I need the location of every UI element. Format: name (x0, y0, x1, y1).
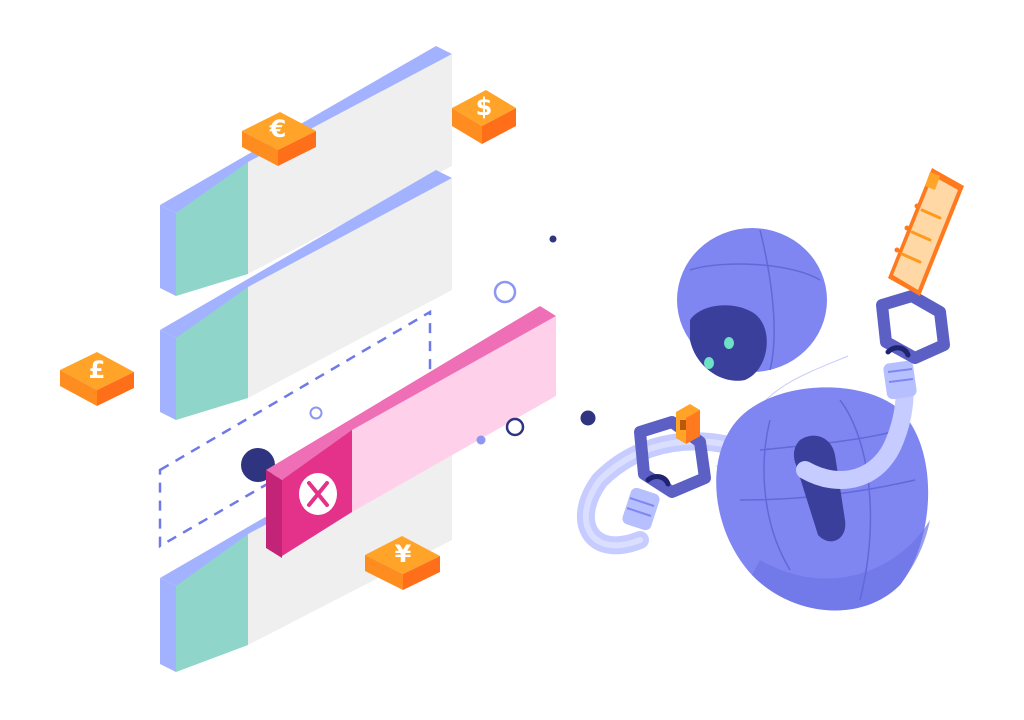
robot-left-claw (622, 416, 711, 531)
row-1-accent (176, 162, 248, 296)
yen-symbol: ¥ (395, 540, 412, 568)
dollar-symbol: $ (476, 93, 493, 121)
dashed-slot-outline (158, 309, 432, 549)
ring-dark (505, 417, 525, 437)
ring-large (493, 280, 517, 304)
dollar-coin-icon: $ (452, 90, 516, 144)
rejected-row-top (266, 306, 556, 480)
row-2-side (160, 330, 176, 420)
ring-small (309, 406, 323, 420)
row-2-face (248, 178, 452, 398)
euro-coin-icon: € (242, 112, 316, 166)
row-4-accent (176, 534, 248, 672)
row-4-side (160, 578, 176, 672)
pound-symbol: £ (89, 356, 106, 384)
robot-icon (576, 168, 964, 611)
whistle-icon (676, 404, 700, 444)
pound-coin-icon: £ (60, 352, 134, 406)
transaction-row-2 (160, 170, 452, 420)
rejected-transaction-row (266, 306, 556, 558)
dot-light (476, 435, 486, 445)
rejected-row-face (352, 316, 556, 512)
clipboard-icon (888, 168, 964, 296)
row-2-accent (176, 287, 248, 420)
row-2-top-edge (160, 170, 452, 338)
robot-right-claw (876, 290, 950, 364)
reject-x-icon (299, 473, 337, 515)
robot-eye-left (724, 337, 734, 349)
robot-right-arm (796, 371, 914, 489)
row-1-side (160, 205, 176, 296)
row-1-face (248, 54, 452, 274)
robot-eye-right (704, 357, 714, 369)
euro-symbol: € (269, 115, 287, 143)
rejected-row-side (266, 470, 282, 558)
yen-coin-icon: ¥ (365, 536, 440, 590)
dot-small-top (549, 235, 557, 243)
dot-medium (580, 410, 596, 426)
